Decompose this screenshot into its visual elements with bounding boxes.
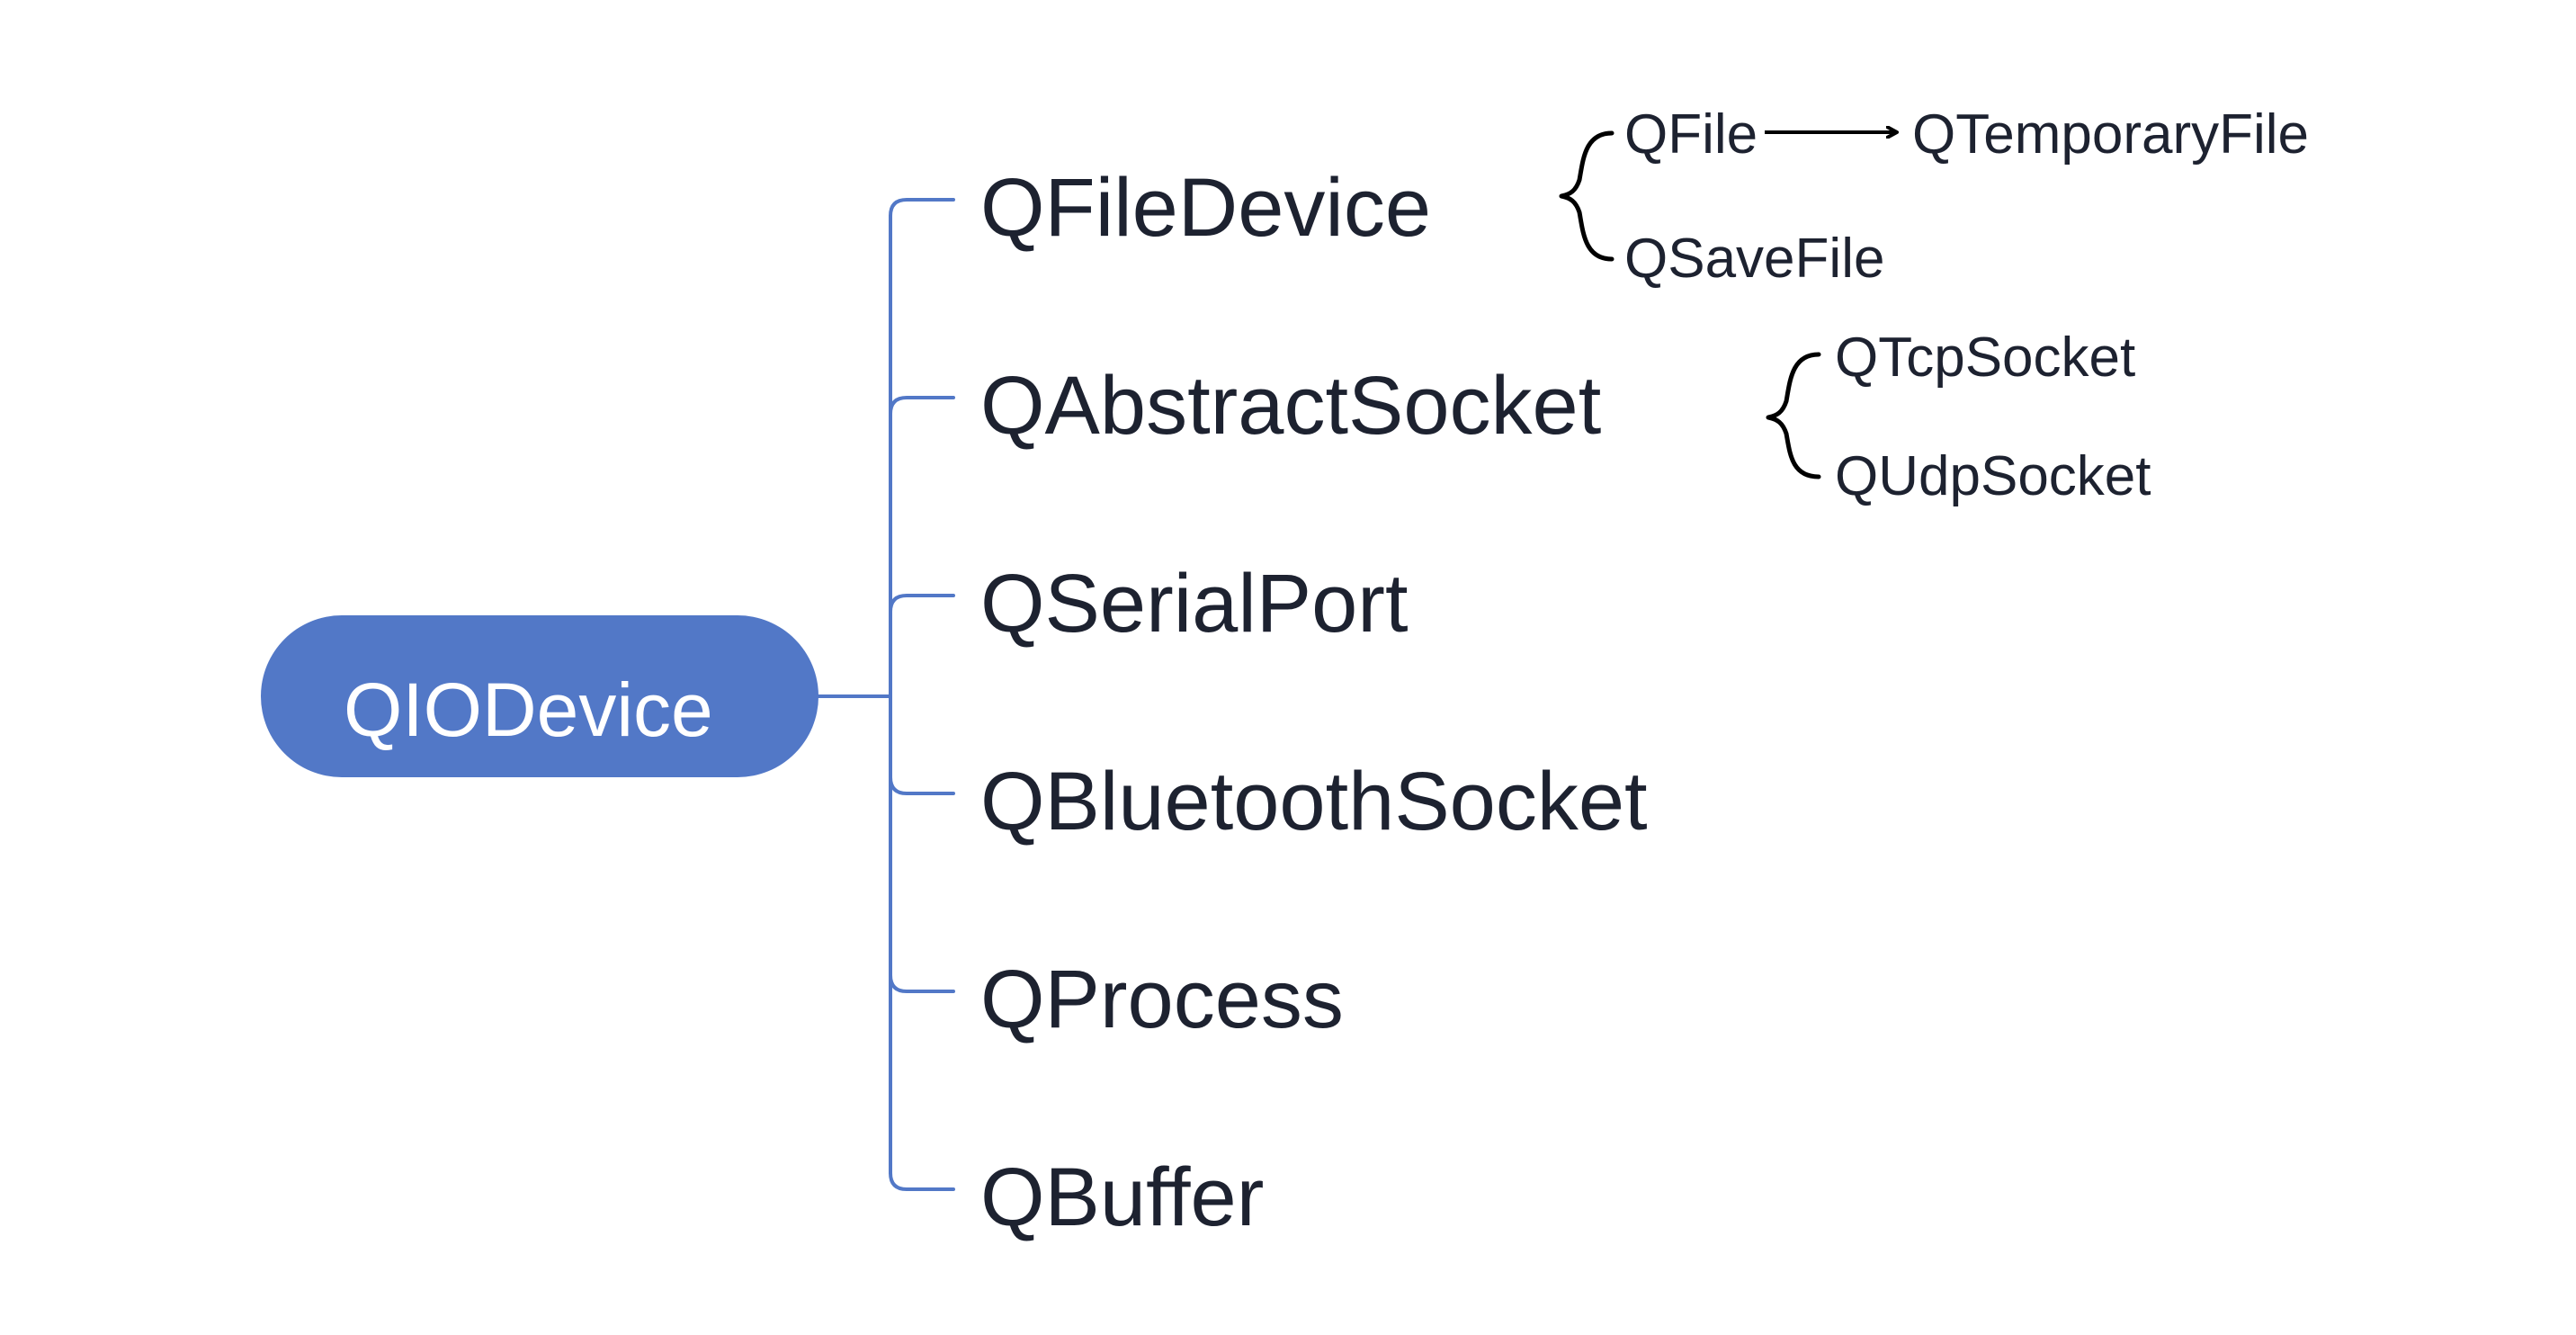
qabstractsocket-brace-icon (1766, 352, 1821, 479)
branch-connector-line (889, 775, 955, 795)
qabstractsocket-subclass-group: QTcpSocket QUdpSocket (1766, 327, 2151, 507)
subclass-qfile[interactable]: QFile (1624, 103, 1758, 166)
branch-connector-line (889, 1171, 955, 1191)
branch-connector-line (889, 973, 955, 993)
branch-connector-line (889, 198, 955, 218)
branch-connector-line (889, 396, 955, 416)
connector-lines (817, 198, 955, 1191)
child-node-list: QFileDevice QAbstractSocket QSerialPort … (980, 162, 1648, 1243)
child-node-qfiledevice[interactable]: QFileDevice (980, 162, 1431, 254)
child-node-qbluetoothsocket[interactable]: QBluetoothSocket (980, 756, 1648, 847)
child-node-qserialport[interactable]: QSerialPort (980, 558, 1409, 650)
qfiledevice-subclass-group: QFile QTemporaryFile QSaveFile (1559, 103, 2309, 290)
child-node-qabstractsocket[interactable]: QAbstractSocket (980, 360, 1601, 452)
qfiledevice-brace-icon (1559, 130, 1614, 262)
subclass-qtcpsocket[interactable]: QTcpSocket (1835, 327, 2135, 389)
subclass-qtemporaryfile[interactable]: QTemporaryFile (1912, 103, 2309, 166)
child-node-qprocess[interactable]: QProcess (980, 954, 1344, 1045)
subclass-qudpsocket[interactable]: QUdpSocket (1835, 445, 2151, 507)
root-node[interactable]: QIODevice (261, 615, 818, 777)
subclass-qsavefile[interactable]: QSaveFile (1624, 228, 1884, 290)
child-node-qbuffer[interactable]: QBuffer (980, 1151, 1264, 1243)
root-node-label: QIODevice (344, 668, 713, 752)
root-node-pill[interactable] (261, 615, 818, 777)
branch-connector-line (889, 594, 955, 614)
